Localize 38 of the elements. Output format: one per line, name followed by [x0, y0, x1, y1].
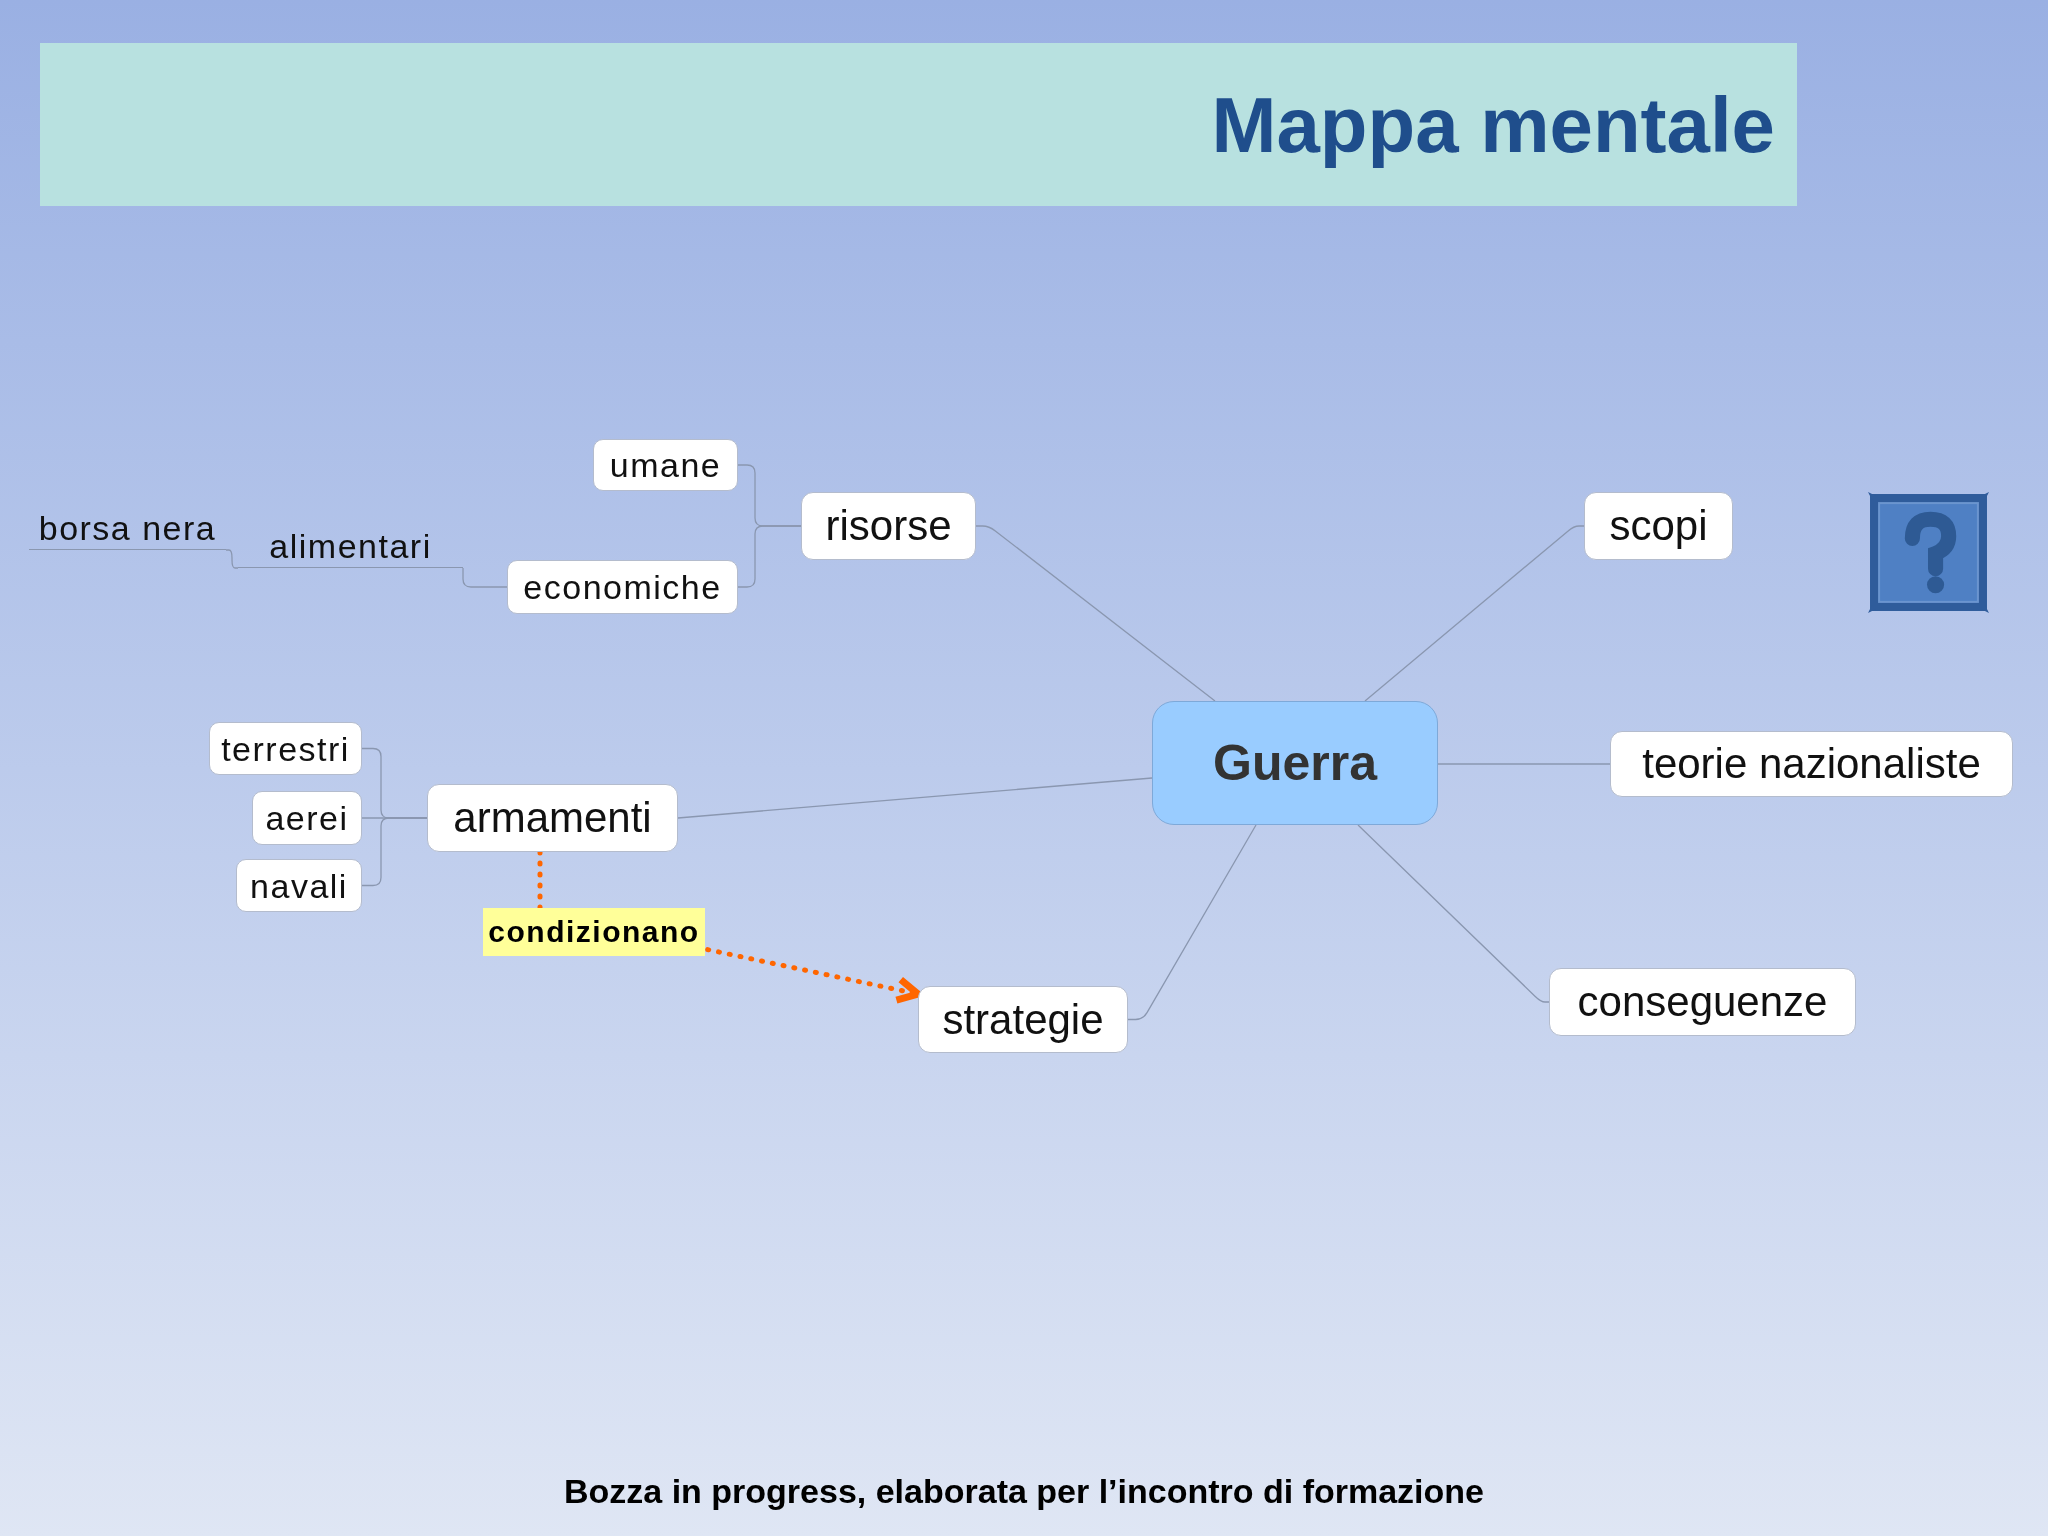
topic-label: conseguenze [1577, 981, 1828, 1023]
topic-label: navali [250, 868, 348, 903]
topic-box [801, 492, 976, 560]
topic-label: risorse [825, 505, 952, 547]
connector-line [737, 525, 802, 588]
subtopic-box [593, 439, 738, 491]
subtopic-box [507, 560, 738, 614]
topic-label: umane [609, 448, 722, 482]
topic-box [1610, 731, 2013, 797]
edge-label: condizionano [483, 908, 705, 956]
subtopic-box [236, 859, 362, 912]
subtopic-box [252, 791, 362, 845]
topic-label: Guerra [1213, 738, 1377, 788]
topic-label: strategie [942, 998, 1104, 1041]
connector-line [677, 777, 1153, 819]
topic-label: borsa nera [38, 511, 217, 545]
topic-label: teorie nazionaliste [1642, 743, 1981, 785]
connector-line [462, 567, 508, 588]
topic-label: economiche [523, 570, 722, 604]
connector-line [975, 525, 1216, 702]
topic-label: armamenti [453, 797, 652, 839]
caption: Bozza in progress, elaborata per l’incontro di formazione [563, 1471, 1484, 1512]
connector-line [225, 549, 239, 569]
topic-box [1549, 968, 1856, 1036]
connector-line [1364, 525, 1585, 702]
topic-label: alimentari [269, 529, 432, 563]
connector-line [1127, 824, 1257, 1021]
subtopic-box [209, 722, 362, 775]
topic-label: terrestri [221, 731, 350, 766]
connector-line [1437, 763, 1611, 765]
connector-line [1357, 824, 1550, 1003]
connector-line [361, 817, 428, 887]
central-topic-box [1152, 701, 1438, 825]
topic-box [1584, 492, 1733, 560]
topic-label: scopi [1609, 505, 1708, 547]
topic-box [918, 986, 1128, 1053]
topic-box [427, 784, 678, 852]
topic-label: aerei [265, 801, 349, 835]
